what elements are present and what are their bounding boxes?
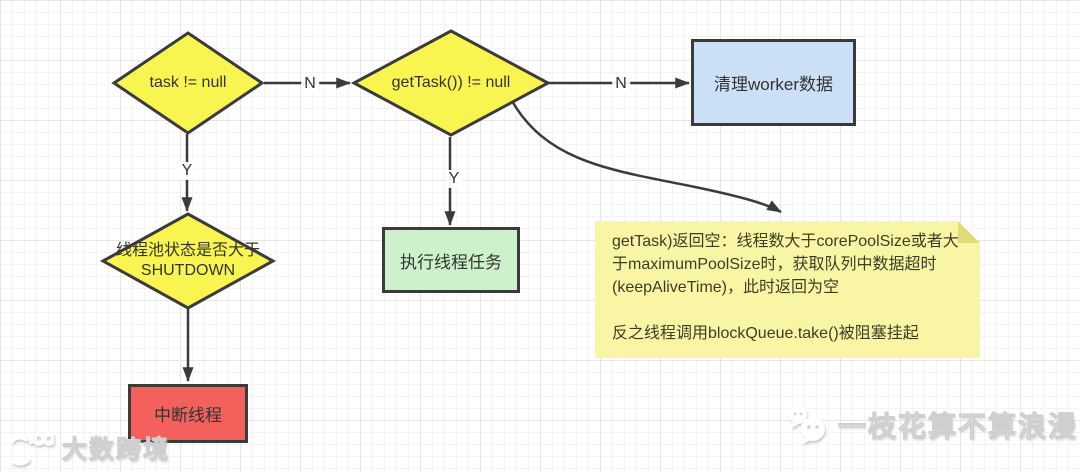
watermark-right-label: 一枝花算不算浪漫 <box>837 411 1079 443</box>
process-interrupt-thread: 中断线程 <box>128 384 248 443</box>
decision-gettask-not-null: getTask()) != null <box>350 29 552 137</box>
watermark-left-label: 大数跨境 <box>61 436 171 465</box>
wechat-icon <box>789 406 825 444</box>
note-paragraph-1: getTask)返回空：线程数大于corePoolSize或者大于maximum… <box>612 233 959 296</box>
process-run-task-label: 执行线程任务 <box>400 252 502 272</box>
process-clean-worker: 清理worker数据 <box>691 39 856 126</box>
decision-gettask-label: getTask()) != null <box>391 74 511 91</box>
watermark-bottom-left: 大数跨境 <box>12 430 170 466</box>
k100-logo-icon <box>12 432 54 466</box>
decision-pool-state-line2: SHUTDOWN <box>140 262 236 279</box>
diamond-shape <box>99 212 277 310</box>
watermark-bottom-right: 一枝花算不算浪漫 <box>786 404 1078 446</box>
edge-label-task-yes: Y <box>178 162 196 180</box>
decision-pool-state: 线程池状态是否大于 SHUTDOWN <box>99 212 277 310</box>
diamond-shape <box>111 31 265 135</box>
diamond-shape <box>350 29 552 137</box>
edge-label-gettask-yes: Y <box>445 170 463 188</box>
decision-task-label: task != null <box>149 74 227 91</box>
process-interrupt-thread-label: 中断线程 <box>154 406 222 425</box>
sticky-note-gettask-explanation: getTask)返回空：线程数大于corePoolSize或者大于maximum… <box>595 221 980 358</box>
decision-pool-state-line1: 线程池状态是否大于 <box>115 242 260 259</box>
decision-pool-state-label: 线程池状态是否大于 SHUTDOWN <box>78 241 298 281</box>
edge-gettask-to-note <box>510 100 782 214</box>
process-run-task: 执行线程任务 <box>382 227 520 293</box>
process-clean-worker-label: 清理worker数据 <box>713 75 833 94</box>
decision-task-not-null: task != null <box>111 31 265 135</box>
edge-label-task-no: N <box>301 75 319 93</box>
note-paragraph-2: 反之线程调用blockQueue.take()被阻塞挂起 <box>612 325 919 342</box>
edge-label-gettask-no: N <box>612 75 630 93</box>
